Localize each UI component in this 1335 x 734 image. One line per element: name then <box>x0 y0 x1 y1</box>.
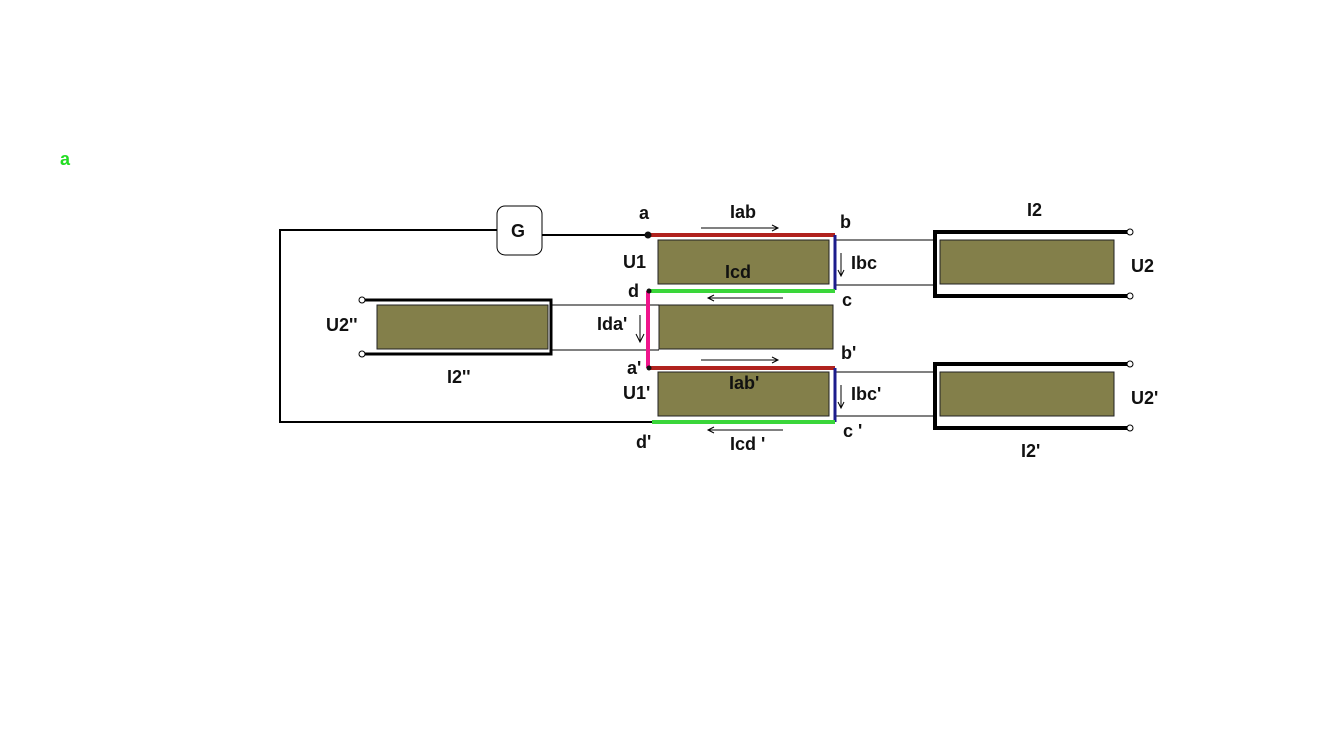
core-right-lower <box>939 371 1115 417</box>
core-upper <box>657 239 830 285</box>
generator <box>496 205 543 256</box>
terminals <box>358 228 1134 432</box>
current-ibc-prime-label: Ibc' <box>851 384 881 404</box>
core-lower <box>657 371 830 417</box>
current-i2-prime-label: I2' <box>1021 441 1040 461</box>
core-left <box>376 304 549 350</box>
node-a-prime-label: a' <box>627 358 641 378</box>
node-b-prime-label: b' <box>841 343 856 363</box>
node-a-label: a <box>639 203 650 223</box>
voltage-u2-label: U2 <box>1131 256 1154 276</box>
current-iab-prime-label: Iab' <box>729 373 759 393</box>
core-right-upper <box>939 239 1115 285</box>
node-d-prime-label: d' <box>636 432 651 452</box>
generator-label: G <box>511 221 525 241</box>
current-ibc-label: Ibc <box>851 253 877 273</box>
secondary-winding-lower <box>933 362 1130 430</box>
node-d-dot <box>646 288 652 294</box>
secondary-winding-left <box>362 298 553 356</box>
secondary-winding-upper <box>933 230 1130 298</box>
current-i2-double-prime-label: I2'' <box>447 367 471 387</box>
core-middle <box>658 304 834 350</box>
yoke-lines <box>551 239 935 417</box>
current-arrows <box>635 224 845 434</box>
current-ida-prime-label: Ida' <box>597 314 627 334</box>
current-icd-label: Icd <box>725 262 751 282</box>
current-iab-label: Iab <box>730 202 756 222</box>
node-a-prime-dot <box>646 365 652 371</box>
node-d-label: d <box>628 281 639 301</box>
node-c-prime-label: c ' <box>843 421 862 441</box>
voltage-u1-label: U1 <box>623 252 646 272</box>
current-i2-label: I2 <box>1027 200 1042 220</box>
voltage-u2-prime-label: U2' <box>1131 388 1158 408</box>
return-wire <box>279 229 652 423</box>
corner-label: a <box>60 149 71 169</box>
voltage-u1-prime-label: U1' <box>623 383 650 403</box>
node-a-dot <box>644 231 652 239</box>
node-b-label: b <box>840 212 851 232</box>
current-icd-prime-label: Icd ' <box>730 434 765 454</box>
node-c-label: c <box>842 290 852 310</box>
voltage-u2-double-prime-label: U2'' <box>326 315 358 335</box>
